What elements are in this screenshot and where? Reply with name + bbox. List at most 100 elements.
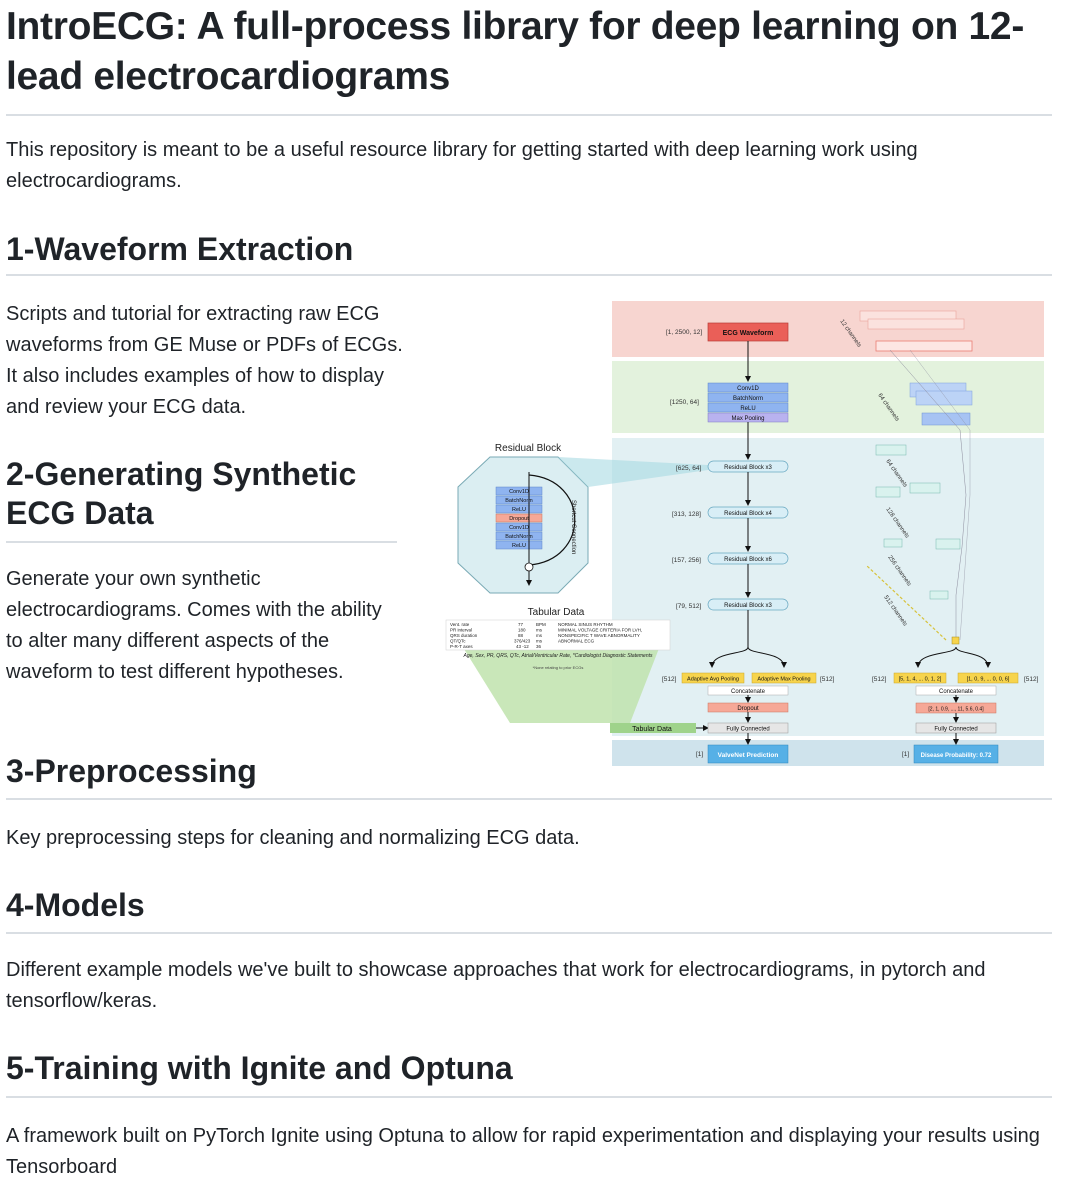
fully-connected-label: Fully Connected	[726, 727, 769, 733]
residual-layer: BatchNorm	[505, 498, 533, 504]
section-text-models: Different example models we've built to …	[6, 959, 986, 1012]
tabular-title: Tabular Data	[528, 607, 585, 618]
tabular-cell: QT/QTc	[450, 639, 466, 644]
pool-shape-left: [512]	[662, 676, 677, 683]
tabular-cell: ms	[536, 633, 543, 638]
right-fc-label: Fully Connected	[934, 727, 977, 733]
max-pool-label: Adaptive Max Pooling	[757, 677, 810, 683]
right-shape-left: [512]	[872, 676, 887, 683]
section-text-synthetic-ecg: Generate your own synthetic electrocardi…	[6, 568, 382, 683]
feature-map-stack-input	[859, 310, 973, 352]
shortcut-label: Shortcut Connection	[570, 500, 576, 554]
residual-add-node	[524, 562, 534, 572]
max-pool-box	[751, 672, 817, 684]
tabular-data-box	[610, 723, 696, 733]
pool-shape-right: [512]	[820, 676, 835, 683]
feature-map-stack-128	[875, 486, 961, 550]
tabular-cell: ABNORMAL ECG	[558, 639, 595, 644]
section-text-waveform-extraction: Scripts and tutorial for extracting raw …	[6, 303, 403, 418]
section-divider	[6, 1096, 1052, 1098]
residual-layer: BatchNorm	[505, 534, 533, 540]
avg-pool-label: Adaptive Avg Pooling	[687, 677, 739, 683]
dropout-label: Dropout	[737, 706, 759, 712]
tabular-cell: P-R-T axes	[450, 644, 473, 649]
residual-layer: Conv1D	[509, 525, 529, 531]
tabular-table	[445, 619, 671, 651]
page-title: IntroECG: A full-process library for dee…	[6, 5, 1025, 98]
tabular-cell: 88	[518, 633, 524, 638]
tabular-cell: PR interval	[450, 628, 472, 633]
tabular-cell: Vent. rate	[450, 622, 470, 627]
block1-layer: Conv1D	[737, 386, 759, 392]
tabular-caption: Age, Sex, PR, QRS, QTc, Atrial/Ventricul…	[463, 653, 653, 659]
valvenet-prediction-label: ValveNet Prediction	[718, 752, 779, 759]
right-shape-right: [512]	[1024, 676, 1039, 683]
disease-probability-label: Disease Probability: 0.72	[921, 753, 992, 759]
residual-layers: Conv1D BatchNorm ReLU Dropout Conv1D Bat…	[495, 486, 543, 550]
residual-layer: ReLU	[512, 543, 526, 549]
res-stage-shape: [625, 64]	[676, 465, 701, 472]
section-text-preprocessing: Key preprocessing steps for cleaning and…	[6, 827, 580, 849]
readme-page: IntroECG: A full-process library for dee…	[6, 0, 1052, 1178]
section-heading-synthetic-ecg: 2-Generating Synthetic ECG Data	[6, 456, 357, 531]
block1-layer: Max Pooling	[731, 416, 764, 422]
avg-pool-box	[681, 672, 745, 684]
disease-probability-box	[913, 744, 999, 764]
residual-block-title: Residual Block	[495, 443, 562, 454]
res-stage-label: Residual Block x4	[724, 511, 772, 517]
tabular-cell: 180	[518, 628, 526, 633]
tabular-cell: NONSPECIFIC T WAVE ABNORMALITY	[558, 633, 640, 638]
right-vec-right: [1, 0, 9, ... 0, 0, 6]	[967, 677, 1010, 683]
residual-zoom-wedge	[558, 457, 708, 487]
section-heading-models: 4-Models	[6, 887, 145, 923]
feature-map-stack-64a	[909, 382, 973, 426]
tabular-rows: Vent. rate 77 BPM NORMAL SINUS RHYTHM PR…	[450, 622, 642, 649]
res-stage-shape: [313, 128]	[672, 511, 701, 518]
res-stage-label: Residual Block x3	[724, 603, 772, 609]
valvenet-prediction-box	[707, 744, 789, 764]
block1-shape: [1250, 64]	[670, 399, 699, 406]
res-stage-label: Residual Block x6	[724, 557, 772, 563]
valvenet-architecture-figure: Residual Block Conv1D BatchNorm ReLU Dro…	[445, 301, 1044, 766]
right-vec-right-box	[957, 672, 1019, 684]
res-stage-shape: [157, 256]	[672, 557, 701, 564]
tabular-cell: 376/423	[514, 639, 531, 644]
right-concat-vec: [2, 1, 0.9, ..., 11, 5.6, 0.4]	[928, 707, 984, 713]
right-vec-left: [5, 1, 4, ... 0, 1, 2]	[899, 677, 942, 683]
tabular-cell: 43 -12	[516, 644, 529, 649]
tabular-cell: BPM	[536, 622, 546, 627]
tabular-cell: QRS duration	[450, 633, 478, 638]
res-stage-label: Residual Block x3	[724, 465, 772, 471]
right-concat-label: Concatenate	[939, 689, 974, 695]
pooled-node	[951, 636, 960, 645]
feature-map-stack-256	[883, 538, 949, 600]
res-stage-shape: [79, 512]	[676, 603, 701, 610]
title-divider	[6, 114, 1052, 116]
section-divider	[6, 932, 1052, 934]
right-output-shape: [1]	[902, 751, 909, 758]
residual-layer: Conv1D	[509, 489, 529, 495]
tabular-cell: 77	[518, 622, 524, 627]
tabular-cell: NORMAL SINUS RHYTHM	[558, 622, 613, 627]
tabular-cell: ms	[536, 628, 543, 633]
section-heading-training: 5-Training with Ignite and Optuna	[6, 1050, 513, 1086]
residual-layer: Dropout	[509, 516, 529, 522]
tabular-cell: 36	[536, 644, 542, 649]
right-vec-left-box	[893, 672, 947, 684]
section-heading-preprocessing: 3-Preprocessing	[6, 753, 257, 789]
feature-map-stack-64b	[875, 444, 941, 494]
block1-layer: ReLU	[740, 406, 755, 412]
section-divider	[6, 274, 1052, 276]
input-shape: [1, 2500, 12]	[666, 329, 702, 336]
tabular-cell: ms	[536, 639, 543, 644]
concatenate-label: Concatenate	[731, 689, 766, 695]
block1-layer: BatchNorm	[733, 396, 763, 402]
section-text-training: A framework built on PyTorch Ignite usin…	[6, 1125, 1040, 1178]
output-shape: [1]	[696, 751, 703, 758]
section-divider	[6, 798, 1052, 800]
ecg-waveform-label: ECG Waveform	[723, 330, 774, 337]
tabular-data-label: Tabular Data	[632, 726, 672, 733]
tabular-note: *None relating to prior ECGs	[533, 665, 584, 670]
section-divider	[6, 541, 397, 543]
band-first-block	[612, 361, 1044, 433]
